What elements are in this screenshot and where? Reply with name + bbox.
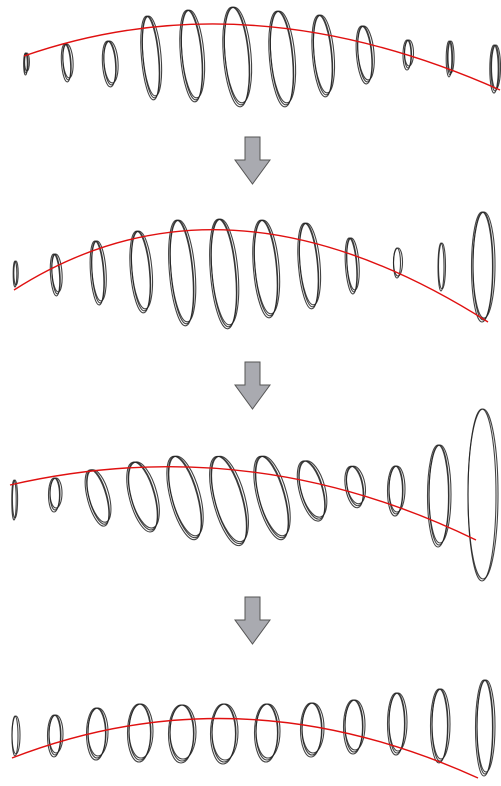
contour-slice bbox=[386, 692, 408, 756]
contour-slice bbox=[437, 242, 447, 292]
panel-2-contours bbox=[12, 211, 496, 330]
contour-slice bbox=[126, 703, 154, 763]
contour-slice bbox=[11, 715, 21, 757]
contour-slice bbox=[167, 704, 197, 764]
contour-slice bbox=[467, 408, 499, 582]
contour-slice bbox=[209, 455, 249, 547]
contour-slice bbox=[179, 9, 206, 103]
contour-slice bbox=[12, 260, 19, 288]
contour-slice bbox=[49, 253, 63, 297]
contour-slice bbox=[445, 40, 455, 78]
contour-slice bbox=[470, 211, 496, 323]
panel-4-contours bbox=[11, 679, 496, 777]
contour-slice bbox=[46, 714, 64, 758]
panel-stage-1 bbox=[23, 6, 501, 108]
panel-1-contours bbox=[23, 6, 501, 108]
contour-slice bbox=[297, 222, 322, 310]
panel-stage-4 bbox=[11, 679, 496, 779]
contour-slice bbox=[253, 455, 291, 541]
down-arrow-3 bbox=[234, 596, 271, 645]
contour-slice bbox=[89, 240, 107, 306]
fitted-curve bbox=[13, 228, 489, 323]
contour-slice bbox=[209, 218, 240, 330]
contour-slice bbox=[253, 703, 281, 763]
contour-slice bbox=[140, 15, 163, 101]
contour-slice bbox=[101, 40, 119, 88]
contour-slice bbox=[166, 455, 204, 541]
contour-slice bbox=[209, 703, 239, 765]
contour-slice bbox=[342, 699, 366, 755]
contour-slice bbox=[11, 479, 19, 521]
fitted-curve bbox=[11, 717, 479, 779]
contour-slice bbox=[311, 14, 336, 98]
contour-slice bbox=[355, 25, 375, 85]
contour-slice bbox=[344, 465, 367, 509]
contour-slice bbox=[126, 461, 160, 533]
contour-slice bbox=[426, 444, 452, 548]
panel-stage-2 bbox=[12, 211, 496, 330]
contour-slice bbox=[129, 230, 154, 314]
contour-slice bbox=[47, 477, 63, 513]
down-arrow-2 bbox=[234, 361, 271, 410]
contour-slice bbox=[474, 679, 496, 777]
contour-slice bbox=[344, 237, 360, 295]
fitted-curve bbox=[9, 466, 477, 541]
contour-slice bbox=[60, 43, 74, 83]
fitted-curve bbox=[23, 23, 501, 91]
contour-slice bbox=[392, 247, 404, 279]
contour-slice bbox=[23, 52, 30, 76]
contour-slice bbox=[168, 219, 197, 327]
contour-slice bbox=[222, 6, 253, 108]
contour-slice bbox=[299, 702, 325, 758]
contour-slice bbox=[296, 460, 328, 522]
down-arrow-1 bbox=[234, 136, 271, 185]
contour-slice bbox=[386, 465, 406, 517]
contour-slice bbox=[84, 469, 112, 527]
panel-stage-3 bbox=[9, 408, 499, 582]
panel-3-contours bbox=[11, 408, 499, 582]
contour-slice bbox=[252, 219, 281, 319]
contour-slice bbox=[268, 10, 297, 108]
contour-slice bbox=[429, 688, 451, 764]
